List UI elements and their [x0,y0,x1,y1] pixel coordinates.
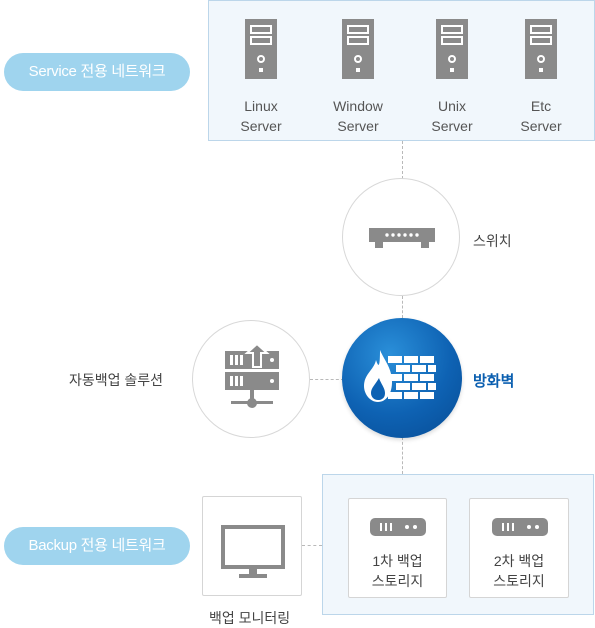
auto-backup-node [192,320,310,438]
server-tower-icon [436,19,468,79]
firewall-node [342,318,462,438]
connector-line [302,545,322,546]
service-server-group: Linux Server Window Server Unix Server [208,0,595,141]
backup-storage-group: 1차 백업 스토리지 2차 백업 스토리지 [322,474,594,615]
connector-line [402,437,403,474]
network-switch-icon [369,228,435,248]
server-label: Etc Server [520,98,562,134]
backup-monitor-label: 백업 모니터링 [209,610,291,626]
backup-server-icon [225,343,279,408]
firewall-icon [364,350,436,402]
connector-line [402,141,403,179]
server-window: Window Server [328,17,388,136]
server-tower-icon [245,19,277,79]
server-label: Linux Server [240,98,282,134]
monitor-icon [221,525,285,578]
server-label: Unix Server [431,98,473,134]
connector-line [402,296,403,318]
server-tower-icon [525,19,557,79]
storage-secondary: 2차 백업 스토리지 [469,498,569,598]
switch-label: 스위치 [473,233,512,249]
storage-drive-icon [370,518,426,536]
firewall-label: 방화벽 [473,373,515,390]
server-unix: Unix Server [422,17,482,136]
auto-backup-label: 자동백업 솔루션 [69,372,164,388]
backup-network-label: Backup 전용 네트워크 [4,527,190,565]
server-linux: Linux Server [231,17,291,136]
backup-monitor-card [202,496,302,596]
storage-primary: 1차 백업 스토리지 [348,498,447,598]
connector-line [310,379,344,380]
server-etc: Etc Server [511,17,571,136]
server-label: Window Server [333,98,383,134]
storage-label: 1차 백업 스토리지 [371,553,424,589]
switch-node [342,178,460,296]
server-tower-icon [342,19,374,79]
service-network-label: Service 전용 네트워크 [4,53,190,91]
storage-label: 2차 백업 스토리지 [493,553,545,589]
storage-drive-icon [492,518,548,536]
